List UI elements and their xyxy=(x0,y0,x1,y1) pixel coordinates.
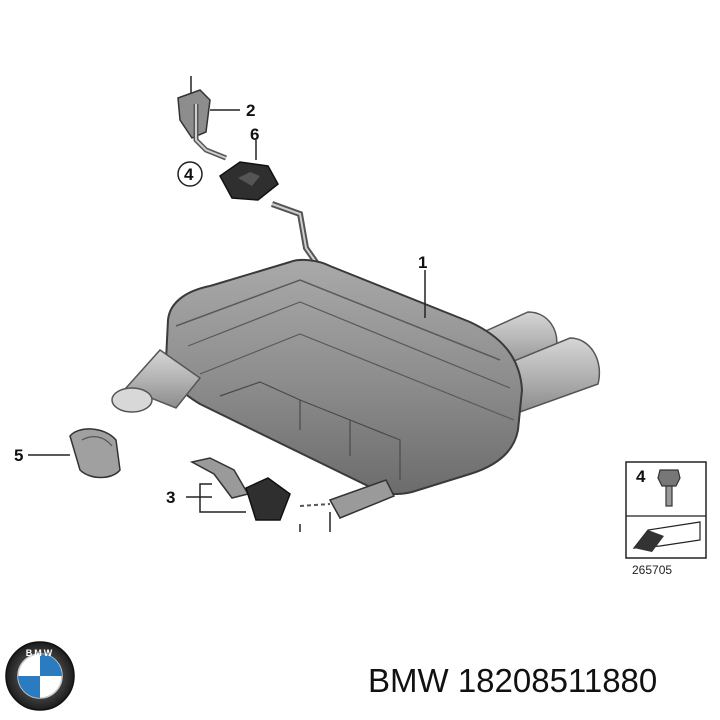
arrow-icon xyxy=(632,521,701,552)
callout-3: 3 xyxy=(166,488,175,507)
callout-5: 5 xyxy=(14,446,23,465)
part-number-caption: BMW 18208511880 xyxy=(368,662,658,699)
legend-number: 4 xyxy=(636,467,646,486)
legend-box: 4 265705 xyxy=(625,461,707,577)
bmw-logo: BMW xyxy=(5,641,75,711)
callout-1: 1 xyxy=(418,253,427,272)
callout-2: 2 xyxy=(246,101,255,120)
lower-bracket-part-3 xyxy=(186,457,396,532)
bolt-icon xyxy=(657,469,681,507)
rubber-mount-part-6 xyxy=(219,140,279,201)
callout-6: 6 xyxy=(250,125,259,144)
rear-muffler-part-1 xyxy=(164,258,524,495)
callout-4-circled: 4 xyxy=(177,161,203,187)
clamp-part-5 xyxy=(28,428,121,479)
svg-text:4: 4 xyxy=(184,165,194,184)
inlet-pipe xyxy=(111,349,202,413)
drawing-code: 265705 xyxy=(632,563,672,577)
hanger-bracket-part-2 xyxy=(177,76,240,161)
svg-text:BMW: BMW xyxy=(26,648,55,658)
